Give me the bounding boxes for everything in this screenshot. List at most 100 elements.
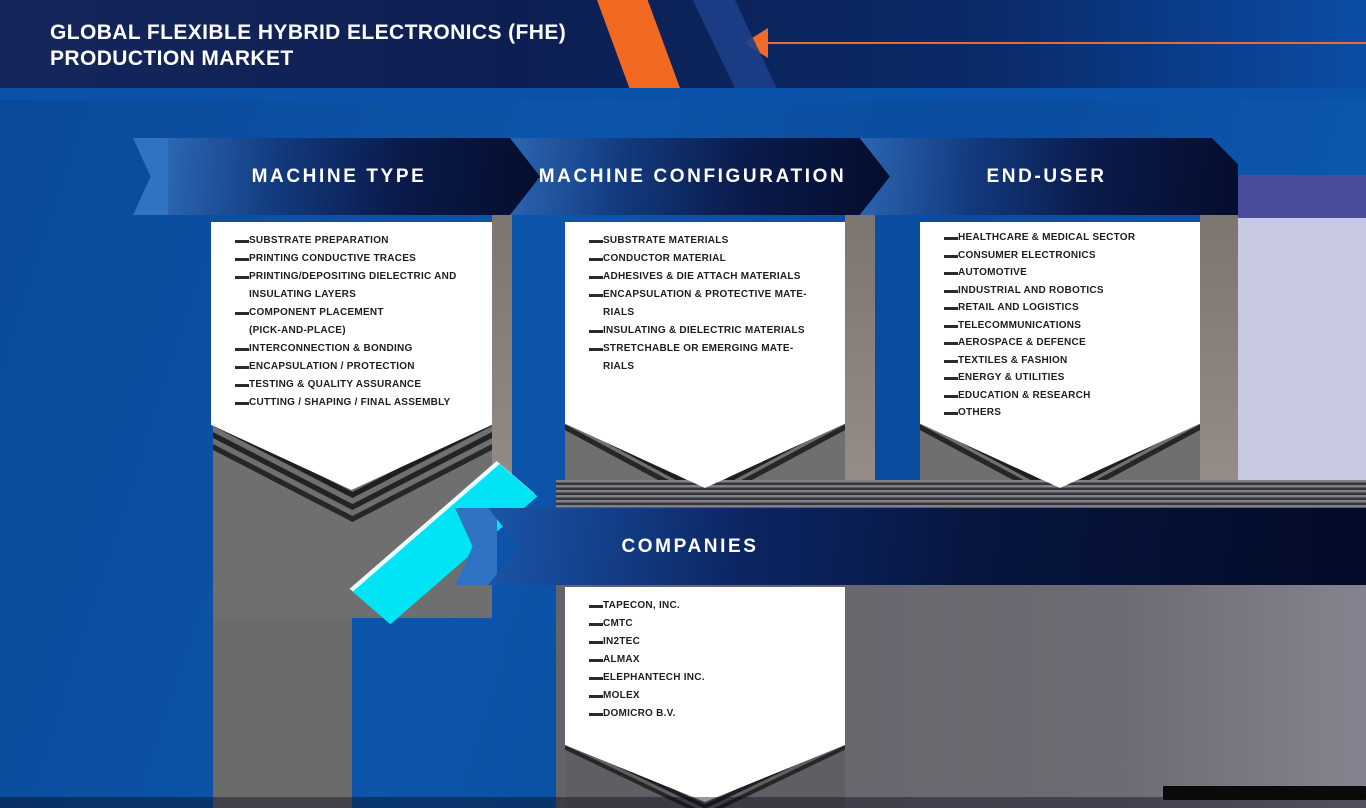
list-item: IN2TEC — [589, 633, 827, 651]
list-item: PRINTING/DEPOSITING DIELECTRIC AND INSUL… — [235, 268, 474, 304]
bullet-icon — [235, 366, 249, 369]
bullet-icon — [944, 272, 958, 275]
list-item: ENCAPSULATION & PROTECTIVE MATE- RIALS — [589, 286, 827, 322]
list-item: CMTC — [589, 615, 827, 633]
list-item: EDUCATION & RESEARCH — [944, 387, 1182, 405]
list-item-text: TELECOMMUNICATIONS — [958, 319, 1082, 331]
cyan-ribbon — [340, 455, 550, 635]
banner-companies: COMPANIES — [488, 508, 1366, 585]
list-item: INTERCONNECTION & BONDING — [235, 340, 474, 358]
bullet-icon — [235, 348, 249, 351]
list-item-text: EDUCATION & RESEARCH — [958, 389, 1091, 401]
list-item: SUBSTRATE PREPARATION — [235, 232, 474, 250]
list-item-text: CONSUMER ELECTRONICS — [958, 249, 1096, 261]
bullet-icon — [589, 677, 603, 680]
page-title-line1: GLOBAL FLEXIBLE HYBRID ELECTRONICS (FHE) — [50, 21, 567, 44]
machine-configuration-list: SUBSTRATE MATERIALS CONDUCTOR MATERIAL ADH… — [589, 232, 827, 376]
list-item: ELEPHANTECH INC. — [589, 669, 827, 687]
bullet-icon — [589, 641, 603, 644]
list-item: TAPECON, INC. — [589, 597, 827, 615]
list-item: CONSUMER ELECTRONICS — [944, 247, 1182, 265]
list-item: STRETCHABLE OR EMERGING MATE- RIALS — [589, 340, 827, 376]
list-item: TELECOMMUNICATIONS — [944, 317, 1182, 335]
list-item: CUTTING / SHAPING / FINAL ASSEMBLY — [235, 394, 474, 412]
list-item: MOLEX — [589, 687, 827, 705]
list-item: INDUSTRIAL AND ROBOTICS — [944, 282, 1182, 300]
panel-machine-configuration: SUBSTRATE MATERIALS CONDUCTOR MATERIAL ADH… — [565, 222, 845, 488]
bullet-icon — [235, 384, 249, 387]
list-item: SUBSTRATE MATERIALS — [589, 232, 827, 250]
list-item: HEALTHCARE & MEDICAL SECTOR — [944, 229, 1182, 247]
header-orange-stripe — [597, 0, 680, 88]
purple-side-band — [1238, 175, 1366, 218]
bullet-icon — [589, 695, 603, 698]
header-bottom-strip — [0, 88, 1366, 100]
list-item-text: TEXTILES & FASHION — [958, 354, 1068, 366]
banner-machine-configuration: MACHINE CONFIGURATION — [510, 138, 890, 215]
list-item-text: INDUSTRIAL AND ROBOTICS — [958, 284, 1104, 296]
bullet-icon — [944, 289, 958, 293]
list-item-text: SUBSTRATE MATERIALS — [603, 235, 729, 246]
list-item: ADHESIVES & DIE ATTACH MATERIALS — [589, 268, 827, 286]
banner-machine-type-label: MACHINE TYPE — [251, 165, 427, 187]
list-item-text: PRINTING/DEPOSITING DIELECTRIC AND INSUL… — [249, 271, 457, 300]
bullet-icon — [589, 605, 603, 608]
bullet-icon — [944, 412, 958, 415]
bottom-edge-strip — [0, 797, 1366, 808]
list-item-text: MOLEX — [603, 690, 640, 701]
bullet-icon — [944, 324, 958, 328]
header-banner: GLOBAL FLEXIBLE HYBRID ELECTRONICS (FHE)… — [0, 0, 1366, 88]
list-item-text: ENCAPSULATION / PROTECTION — [249, 361, 415, 372]
list-item-text: INSULATING & DIELECTRIC MATERIALS — [603, 325, 805, 336]
list-item: TEXTILES & FASHION — [944, 352, 1182, 370]
bullet-icon — [944, 237, 958, 240]
panel-shadow-band-2 — [845, 215, 875, 480]
list-item: ALMAX — [589, 651, 827, 669]
bullet-icon — [944, 359, 958, 363]
banner-machine-type: MACHINE TYPE — [168, 138, 540, 215]
page-title: GLOBAL FLEXIBLE HYBRID ELECTRONICS (FHE)… — [50, 20, 566, 72]
list-item-text: ELEPHANTECH INC. — [603, 672, 705, 683]
list-item-text: IN2TEC — [603, 636, 641, 647]
list-item-text: ALMAX — [603, 654, 640, 665]
lavender-side-band — [1238, 218, 1366, 482]
banner-end-user-label: END-USER — [986, 165, 1107, 187]
list-item: ENERGY & UTILITIES — [944, 369, 1182, 387]
arrow-line — [766, 42, 1366, 44]
bullet-icon — [944, 377, 958, 380]
list-item-text: ENCAPSULATION & PROTECTIVE MATE- RIALS — [603, 289, 807, 318]
list-item-text: TAPECON, INC. — [603, 600, 680, 611]
companies-list: TAPECON, INC. CMTC IN2TEC ALMAX ELEPHANTECH … — [589, 597, 827, 723]
list-item: RETAIL AND LOGISTICS — [944, 299, 1182, 317]
list-item-text: STRETCHABLE OR EMERGING MATE- RIALS — [603, 343, 794, 372]
bullet-icon — [589, 240, 603, 243]
list-item-text: CONDUCTOR MATERIAL — [603, 253, 727, 264]
list-item-text: AUTOMOTIVE — [958, 267, 1027, 278]
watermark-logo — [1163, 786, 1366, 800]
panel-shadow-band-1 — [492, 215, 512, 500]
bullet-icon — [589, 276, 603, 279]
list-item-text: TESTING & QUALITY ASSURANCE — [249, 379, 422, 390]
list-item-text: ADHESIVES & DIE ATTACH MATERIALS — [603, 271, 801, 282]
list-item-text: PRINTING CONDUCTIVE TRACES — [249, 253, 417, 264]
panel-machine-type: SUBSTRATE PREPARATION PRINTING CONDUCTIVE… — [211, 222, 492, 490]
end-user-list: HEALTHCARE & MEDICAL SECTOR CONSUMER ELEC… — [944, 229, 1182, 422]
list-item-text: AEROSPACE & DEFENCE — [958, 337, 1086, 348]
bullet-icon — [235, 402, 249, 405]
bullet-icon — [235, 258, 249, 261]
bullet-icon — [589, 659, 603, 662]
list-item-text: DOMICRO B.V. — [603, 708, 676, 719]
list-item: ENCAPSULATION / PROTECTION — [235, 358, 474, 376]
list-item: CONDUCTOR MATERIAL — [589, 250, 827, 268]
page-title-line2: PRODUCTION MARKET — [50, 47, 294, 70]
panel-shadow-band-3 — [1200, 215, 1238, 480]
list-item-text: INTERCONNECTION & BONDING — [249, 343, 413, 354]
bullet-icon — [589, 330, 603, 333]
list-item: PRINTING CONDUCTIVE TRACES — [235, 250, 474, 268]
list-item-text: ENERGY & UTILITIES — [958, 372, 1065, 383]
list-item: AUTOMOTIVE — [944, 264, 1182, 282]
list-item-text: OTHERS — [958, 407, 1002, 418]
list-item: TESTING & QUALITY ASSURANCE — [235, 376, 474, 394]
bullet-icon — [235, 276, 249, 279]
